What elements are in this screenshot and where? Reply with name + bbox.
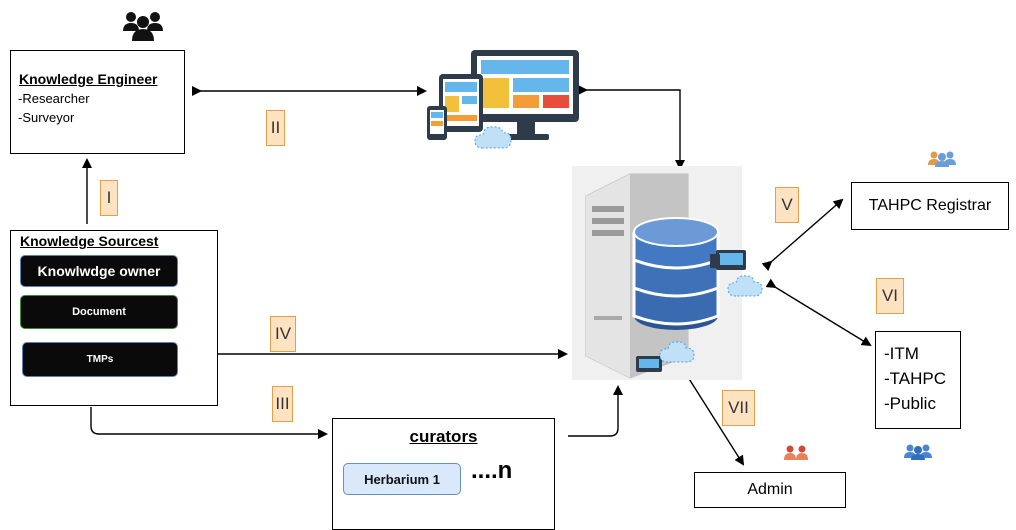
users-group-icon <box>123 12 163 41</box>
flow-label-i: I <box>100 180 118 216</box>
flow-label-vi: VI <box>876 278 904 314</box>
arrow-devices-server <box>578 85 685 170</box>
tmps-pill: TMPs <box>22 342 178 377</box>
tahpc-registrar-box: TAHPC Registrar <box>851 182 1009 230</box>
document-pill: Document <box>20 295 178 329</box>
knowledge-engineer-box: Knowledge Engineer -Researcher -Surveyor <box>10 50 185 154</box>
knowledge-engineer-item: -Researcher <box>18 91 90 106</box>
server-database-icon <box>572 166 763 380</box>
curators-suffix: ....n <box>471 457 513 484</box>
flow-label-ii: II <box>266 110 285 146</box>
flow-label-iii: III <box>272 386 293 422</box>
flow-label-vii: VII <box>722 390 755 426</box>
devices-icon <box>427 50 579 149</box>
users-group-icon <box>928 151 956 167</box>
cloud-icon <box>474 126 512 149</box>
curators-title: curators <box>409 427 478 446</box>
arrow-iii <box>90 407 328 439</box>
users-item: -Public <box>884 394 936 413</box>
arrow-vi <box>765 278 872 347</box>
users-group-icon <box>904 444 932 460</box>
arrow-curators-server <box>568 385 623 437</box>
herbarium-chip: Herbarium 1 <box>343 463 461 495</box>
knowledge-owner-pill: Knowlwdge owner <box>20 255 178 287</box>
curators-box: curators Herbarium 1 ....n <box>332 418 555 530</box>
flow-label-iv: IV <box>270 316 296 352</box>
admin-box: Admin <box>694 472 846 508</box>
users-item: -TAHPC <box>884 369 947 388</box>
users-group-icon <box>784 445 808 460</box>
knowledge-engineer-title: Knowledge Engineer <box>19 71 158 87</box>
knowledge-engineer-item: -Surveyor <box>18 110 75 125</box>
users-box: -ITM -TAHPC -Public <box>875 331 961 429</box>
arrow-v <box>761 198 844 272</box>
knowledge-sources-title: Knowledge Sourcest <box>20 233 159 249</box>
users-item: -ITM <box>884 344 919 363</box>
arrow-vii <box>677 364 745 466</box>
flow-label-v: V <box>775 187 799 223</box>
